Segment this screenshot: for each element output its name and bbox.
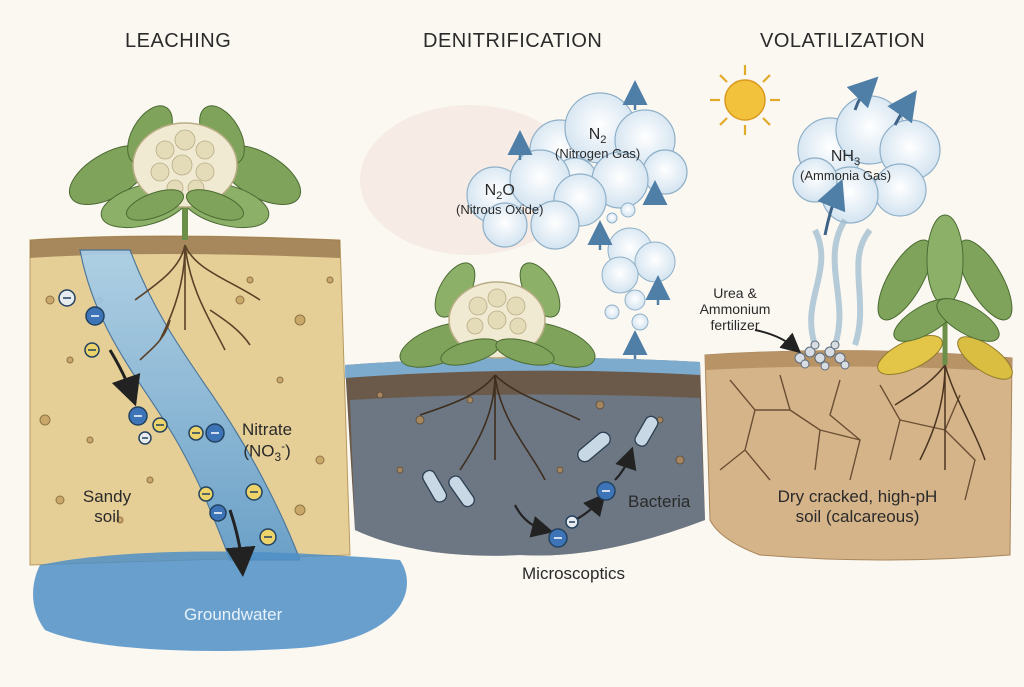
fertilizer-pellets-icon [794, 340, 850, 371]
groundwater-label: Groundwater [184, 605, 283, 624]
nitrate-label: Nitrate (NO3-) [242, 420, 292, 464]
n2o-formula-b: O [502, 182, 515, 199]
denitrification-panel [345, 80, 705, 556]
nh3-label: NH3 (Ammonia Gas) [800, 148, 891, 184]
nitrate-formula-base: NO [248, 441, 275, 461]
leaching-roots [134, 244, 261, 361]
cauliflower-plant-1 [69, 105, 301, 240]
n2-label: N2 (Nitrogen Gas) [555, 126, 640, 162]
sun-icon [710, 65, 780, 135]
nitrate-word: Nitrate [242, 420, 293, 439]
nitrate-subscript: 3 [274, 449, 282, 464]
fertilizer-pointer-arrow [754, 329, 802, 354]
nh3-formula-base: NH [830, 148, 854, 165]
denitrification-title: DENITRIFICATION [423, 30, 603, 52]
nitrate-superscript: - [281, 438, 286, 453]
n2o-cloud [466, 149, 607, 250]
n2o-label: N2O (Nitrous Oxide) [456, 182, 543, 218]
n2-name: (Nitrogen Gas) [555, 146, 641, 162]
ammonia-arrows [817, 76, 917, 236]
cauliflower-plant-2 [399, 262, 596, 368]
sandy-soil-label: Sandy soil [82, 487, 132, 526]
groundwater-pool [33, 551, 407, 651]
leaching-arrow-2 [225, 509, 256, 577]
bacteria-label: Bacteria [628, 492, 691, 511]
dry-soil-label: Dry cracked, high-pH soil (calcareous) [777, 487, 938, 526]
leaching-panel [29, 105, 407, 651]
soil-cracks [719, 374, 976, 501]
n2-subscript: 2 [600, 134, 607, 147]
small-clouds [601, 202, 676, 331]
n2o-subscript: 2 [496, 190, 503, 203]
volatilization-roots [894, 364, 986, 470]
n2-formula: N2 [555, 126, 640, 147]
leaching-arrow-1 [108, 349, 141, 407]
microscoptics-label: Microscoptics [522, 564, 625, 583]
nitrate-ion-icon [58, 289, 277, 546]
nh3-formula: NH3 [800, 148, 891, 169]
n2o-formula: N2O [456, 182, 543, 203]
denitrification-roots [419, 374, 581, 481]
ammonia-plume [808, 218, 873, 346]
leaching-title: LEACHING [125, 30, 232, 52]
n2o-formula-a: N [484, 182, 497, 199]
nitrate-formula: (NO3-) [243, 438, 291, 464]
bacteria-icon [421, 415, 659, 508]
volatilization-panel [704, 65, 1013, 561]
n2o-name: (Nitrous Oxide) [456, 202, 544, 218]
volatilization-title: VOLATILIZATION [760, 30, 926, 52]
leafy-plant [877, 214, 1013, 380]
n2-formula-base: N [588, 126, 601, 143]
fertilizer-label: Urea & Ammonium fertilizer [699, 285, 771, 334]
nh3-name: (Ammonia Gas) [800, 168, 892, 184]
dry-cracked-soil-block [704, 350, 1013, 561]
nh3-subscript: 3 [853, 156, 861, 169]
nitrate-ion-icon-2 [548, 481, 616, 548]
